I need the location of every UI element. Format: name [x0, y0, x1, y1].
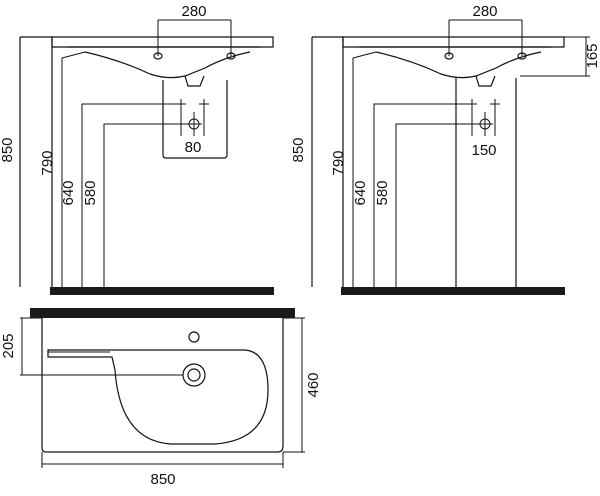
dim-line-790-right	[352, 51, 377, 287]
tap-hole-plan	[188, 331, 200, 343]
tap-hole-left-b	[226, 52, 236, 60]
basin-top-right	[342, 36, 565, 48]
dim-line-640-right	[373, 103, 472, 287]
siphon-cover-left	[162, 80, 228, 159]
floor-right	[341, 287, 565, 295]
tap-hole-left-a	[153, 52, 163, 60]
bowl-outline-plan	[47, 349, 269, 445]
basin-bowl-right	[375, 51, 542, 79]
basin-outline-plan	[41, 318, 284, 453]
floor-left	[50, 287, 274, 295]
dim-line-640-left	[81, 103, 181, 287]
left-elevation-view: 280 850 790 640 580	[0, 3, 274, 295]
wall-right	[311, 36, 344, 287]
dim-line-580-left	[103, 123, 194, 287]
drain-neck-right	[475, 75, 496, 87]
dim-label-850-left: 850	[0, 137, 16, 162]
tap-hole-right-a	[444, 52, 454, 60]
drain-inner-plan	[187, 368, 201, 382]
dim-label-150: 150	[471, 142, 496, 159]
dim-label-580-left: 580	[82, 180, 99, 205]
plan-view: 205 460 850	[0, 308, 322, 488]
drain-outer-plan	[182, 363, 206, 387]
dim-line-580-right	[395, 123, 485, 287]
dim-line-790-left	[61, 51, 86, 287]
dim-label-280-left: 280	[181, 3, 206, 20]
drain-neck-left	[184, 75, 205, 87]
dim-label-790-left: 790	[39, 150, 56, 175]
dim-label-850-right: 850	[290, 137, 307, 162]
dim-label-165: 165	[584, 43, 600, 68]
basin-top	[51, 36, 274, 48]
right-elevation-view: 280 165 850 790 640 580	[290, 3, 600, 295]
dim-label-205: 205	[0, 333, 17, 358]
dim-label-640-left: 640	[60, 180, 77, 205]
wall-band-plan	[30, 308, 295, 318]
dim-label-850-plan: 850	[150, 471, 175, 488]
dim-label-80: 80	[185, 139, 202, 156]
basin-bowl	[84, 51, 251, 79]
wall-left	[19, 36, 53, 287]
dim-label-280-right: 280	[472, 3, 497, 20]
dim-label-580-right: 580	[374, 180, 391, 205]
dim-label-460: 460	[305, 372, 322, 397]
tap-hole-right-b	[517, 52, 527, 60]
dim-label-640-right: 640	[352, 180, 369, 205]
pedestal-right	[455, 78, 517, 287]
dim-label-790-right: 790	[330, 150, 347, 175]
